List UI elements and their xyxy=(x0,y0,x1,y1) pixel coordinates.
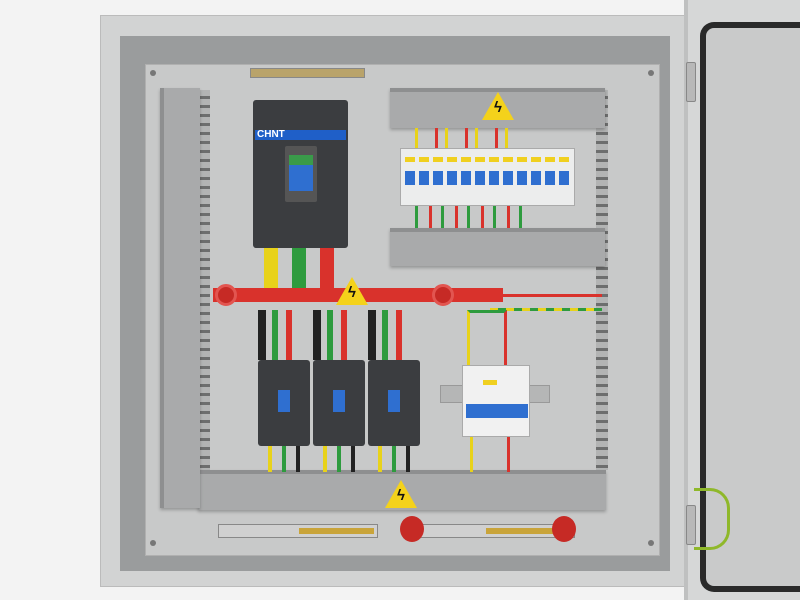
residual-current-device[interactable] xyxy=(462,365,530,437)
ground-terminal-bar xyxy=(405,524,575,538)
insulator xyxy=(432,284,454,306)
screw-icon xyxy=(150,540,156,546)
cable-duct-left xyxy=(160,88,200,508)
main-circuit-breaker[interactable]: CHNT xyxy=(253,100,348,248)
mcb-cables xyxy=(415,128,515,148)
insulator xyxy=(400,516,424,542)
screw-icon xyxy=(648,70,654,76)
cable-duct-middle xyxy=(390,228,605,266)
door-ground-cable xyxy=(694,488,730,550)
rcd-cables xyxy=(470,437,510,472)
terminal-bar-top xyxy=(250,68,365,78)
cable-red xyxy=(490,294,602,297)
branch-cables xyxy=(258,310,423,360)
insulator xyxy=(552,516,576,542)
outgoing-cables xyxy=(268,446,418,472)
branch-breaker-1[interactable] xyxy=(258,360,310,446)
high-voltage-warning-icon: ϟ xyxy=(482,92,514,120)
high-voltage-warning-icon: ϟ xyxy=(336,277,368,305)
mcb-cables xyxy=(415,206,525,228)
slotted-rail-right xyxy=(596,90,608,470)
rcd-cables xyxy=(467,310,507,365)
brand-logo: CHNT xyxy=(257,129,285,140)
cable-yellow xyxy=(264,248,278,290)
screw-icon xyxy=(648,540,654,546)
cable-red xyxy=(320,248,334,290)
branch-breaker-3[interactable] xyxy=(368,360,420,446)
neutral-terminal-bar xyxy=(218,524,378,538)
ground-cable xyxy=(490,308,602,311)
insulator xyxy=(215,284,237,306)
screw-icon xyxy=(150,70,156,76)
hinge-top xyxy=(686,62,696,102)
hinge-bottom xyxy=(686,505,696,545)
high-voltage-warning-icon: ϟ xyxy=(385,480,417,508)
miniature-breaker-row[interactable] xyxy=(400,148,575,206)
slotted-rail-left xyxy=(198,90,210,470)
branch-breaker-2[interactable] xyxy=(313,360,365,446)
breaker-handle[interactable] xyxy=(289,155,313,191)
cable-green xyxy=(292,248,306,290)
